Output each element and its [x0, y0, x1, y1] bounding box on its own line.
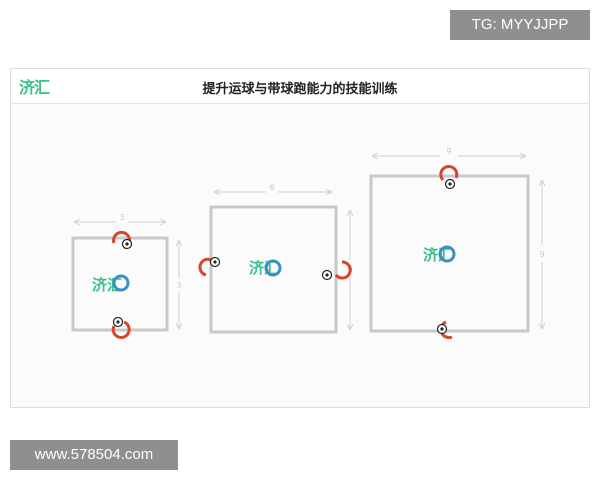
square-large-height-label: 9	[539, 250, 544, 259]
soccer-ball-icon	[209, 256, 221, 268]
turn-arrow-icon	[439, 165, 459, 182]
diagram-header: 济汇 提升运球与带球跑能力的技能训练	[11, 69, 589, 104]
square-small-height-label: 3	[176, 281, 181, 290]
url-watermark: www.578504.com	[10, 440, 178, 470]
turn-arrow-icon	[334, 260, 352, 280]
diagram-title: 提升运球与带球跑能力的技能训练	[202, 82, 398, 97]
square-small-height-dimension: 3	[176, 240, 181, 329]
square-large-height-dimension: 9	[539, 180, 544, 329]
soccer-ball-icon	[436, 323, 448, 335]
square-small-border	[71, 236, 169, 332]
square-medium-border	[209, 205, 338, 334]
telegram-watermark: TG: MYYJJPP	[450, 10, 590, 40]
soccer-ball-icon	[444, 178, 456, 190]
square-medium-width-dimension: 6	[214, 183, 332, 192]
square-medium-center-logo: 济汇	[249, 259, 279, 277]
soccer-ball-icon	[121, 238, 133, 250]
square-large: 9 9 济汇	[369, 147, 545, 340]
cone-marker-icon	[438, 245, 456, 263]
soccer-ball-icon	[112, 316, 124, 328]
square-medium: 6 6 济汇	[198, 183, 353, 334]
cone-marker-icon	[112, 274, 130, 292]
square-small-width-dimension: 3	[74, 213, 166, 222]
turn-arrow-icon	[111, 320, 131, 339]
square-large-width-dimension: 9	[372, 147, 526, 156]
cone-marker-icon	[264, 259, 282, 277]
square-large-width-label: 9	[446, 147, 451, 156]
square-small-width-label: 3	[119, 213, 124, 222]
square-small: 3 3 济汇	[71, 213, 182, 339]
square-medium-width-label: 6	[269, 183, 274, 192]
square-large-border	[369, 174, 530, 333]
brand-logo: 济汇	[19, 78, 50, 97]
soccer-ball-icon	[321, 269, 333, 281]
